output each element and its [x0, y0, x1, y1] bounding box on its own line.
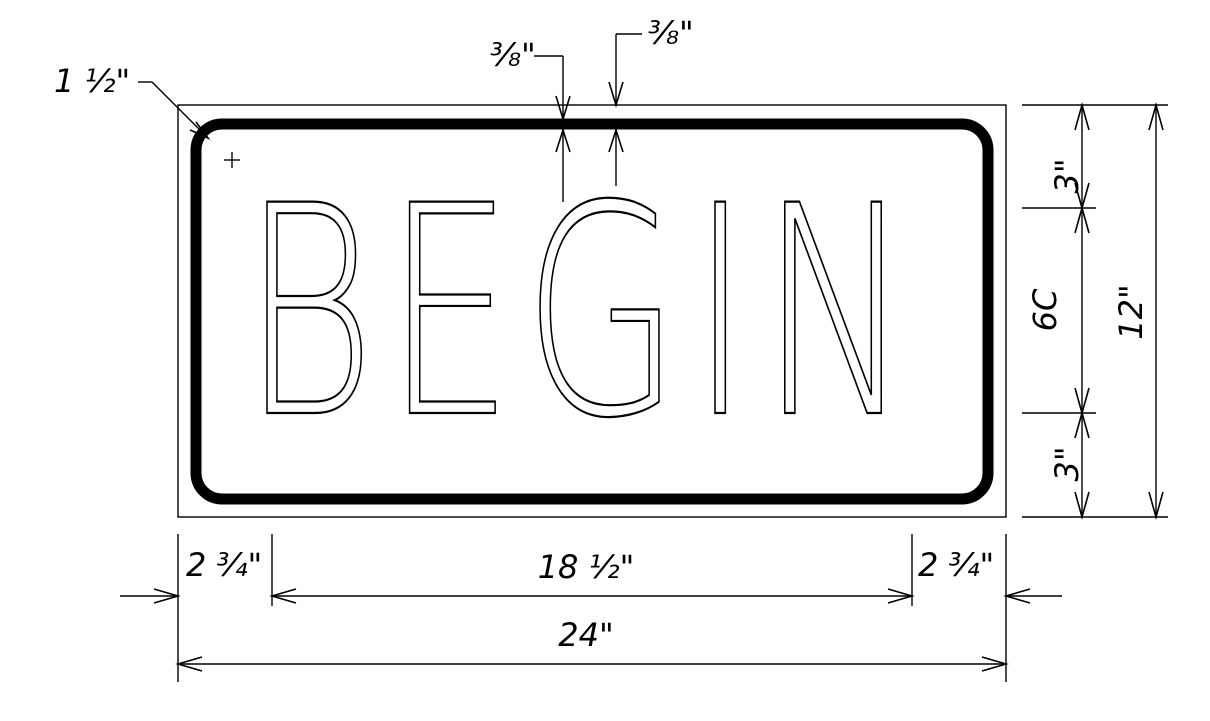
sign-legend: BEGIN [242, 145, 922, 482]
right-margin-label: 2 ¾" [918, 546, 994, 584]
left-margin-dimension [120, 588, 181, 604]
sign-blank-outline [177, 104, 1007, 518]
left-margin-label: 2 ¾" [186, 546, 262, 584]
letter-height-dimension [1074, 205, 1090, 416]
bottom-margin-dimension [1074, 410, 1090, 520]
border-gap-dimension [608, 33, 642, 186]
vertical-extension-lines [1022, 104, 1168, 518]
bottom-margin-label: 3" [1048, 446, 1086, 481]
top-margin-label: 3" [1048, 158, 1086, 193]
corner-radius-leader [138, 81, 211, 140]
radius-center-mark [224, 152, 240, 168]
sign-border [190, 118, 994, 505]
border-width-label: ⅜" [490, 36, 536, 74]
overall-width-dimension [175, 656, 1009, 672]
legend-width-label: 18 ½" [538, 548, 635, 586]
corner-radius-label: 1 ½" [54, 62, 130, 100]
letter-height-label: 6C [1026, 288, 1064, 331]
overall-height-dimension [1148, 102, 1164, 520]
right-margin-dimension [1003, 588, 1062, 604]
legend-width-dimension [269, 588, 915, 604]
overall-width-label: 24" [558, 616, 613, 654]
horizontal-extension-lines [177, 534, 1007, 682]
border-width-dimension [534, 55, 571, 202]
overall-height-label: 12" [1112, 284, 1150, 339]
border-gap-label: ⅜" [648, 14, 694, 52]
